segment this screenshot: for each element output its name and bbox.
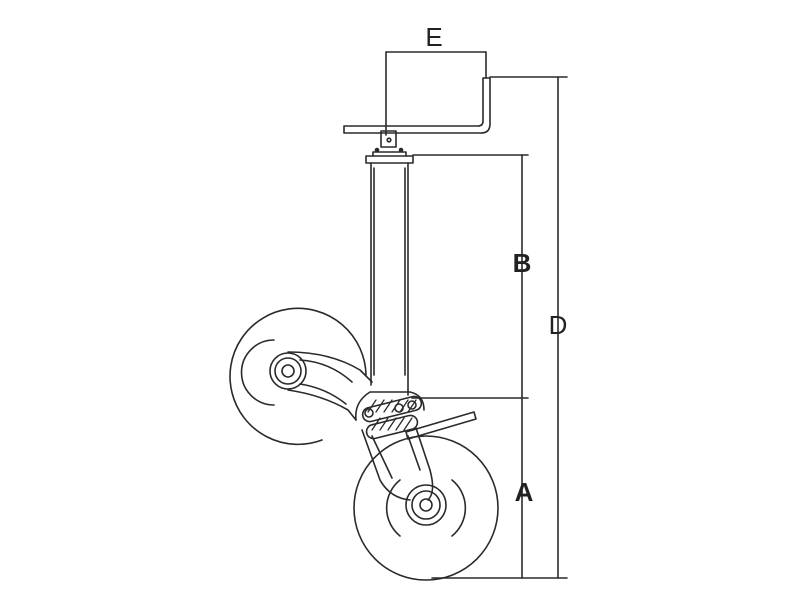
dimension-e (385, 51, 487, 136)
dimension-b (411, 154, 529, 399)
dimension-d (431, 76, 568, 579)
label-b: B (513, 248, 532, 278)
telescopic-tube (370, 162, 409, 396)
spring (361, 395, 423, 440)
release-lever (405, 411, 477, 440)
label-d: D (549, 310, 568, 340)
top-cap (365, 147, 414, 164)
swing-arm (287, 351, 373, 421)
crank-handle (343, 77, 491, 148)
label-a: A (515, 477, 534, 507)
rear-wheel (229, 307, 367, 446)
label-e: E (425, 22, 442, 52)
front-wheel (353, 435, 499, 581)
